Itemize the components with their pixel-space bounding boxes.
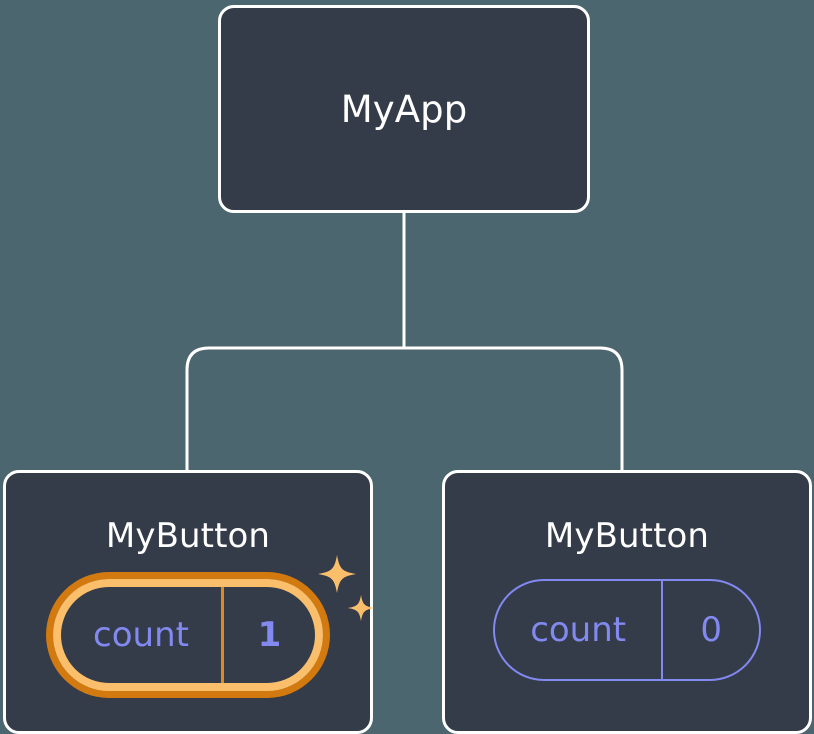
- state-pill-left-key: count: [93, 615, 189, 655]
- state-pill-wrapper-left: count 1: [53, 555, 374, 691]
- node-mybutton-left[interactable]: MyButton count 1: [3, 470, 374, 734]
- state-pill-left[interactable]: count 1: [53, 579, 323, 691]
- state-pill-right-value: 0: [661, 581, 759, 679]
- state-pill-wrapper-right: count 0: [493, 579, 761, 681]
- state-pill-right[interactable]: count 0: [493, 579, 761, 681]
- connector-branch-bus: [185, 346, 624, 470]
- node-myapp[interactable]: MyApp: [218, 5, 590, 213]
- state-pill-right-key: count: [530, 610, 627, 650]
- state-pill-left-value: 1: [221, 587, 315, 683]
- node-mybutton-right[interactable]: MyButton count 0: [442, 470, 812, 734]
- node-mybutton-left-title: MyButton: [105, 516, 271, 556]
- node-myapp-title: MyApp: [340, 87, 468, 131]
- node-mybutton-right-title: MyButton: [544, 516, 710, 556]
